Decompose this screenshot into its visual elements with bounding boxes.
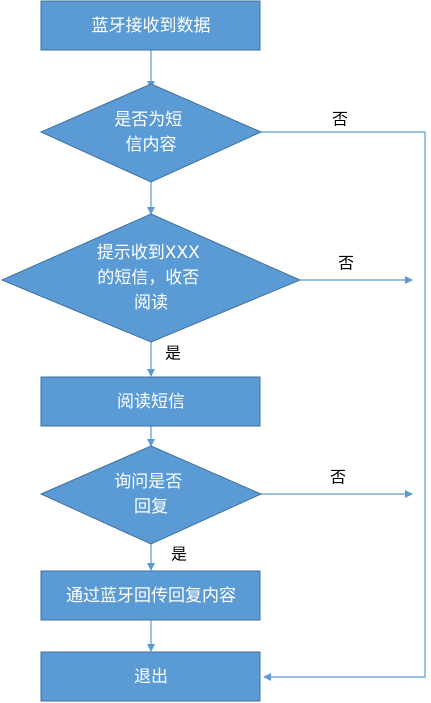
svg-text:退出: 退出 xyxy=(134,667,168,687)
node-send-reply-label: 通过蓝牙回传回复内容 xyxy=(66,586,236,606)
edge-label-prompt-yes: 是 xyxy=(165,344,181,363)
node-prompt-read-label-line-3: 阅读 xyxy=(134,293,168,313)
node-read-sms: 阅读短信 xyxy=(40,376,261,427)
node-send-reply: 通过蓝牙回传回复内容 xyxy=(40,570,261,621)
svg-text:通过蓝牙回传回复内容: 通过蓝牙回传回复内容 xyxy=(66,586,236,606)
node-is-sms: 是否为短 信内容 xyxy=(39,83,263,183)
node-prompt-read-shape xyxy=(0,213,302,343)
svg-text:询问是否 回复: 询问是否 回复 xyxy=(114,472,187,517)
node-send-reply-shape xyxy=(40,570,261,621)
edge-label-ask-reply-no: 否 xyxy=(330,468,346,487)
svg-text:阅读短信: 阅读短信 xyxy=(117,392,185,412)
node-start-shape xyxy=(40,0,261,51)
edge-label-ask-reply-yes: 是 xyxy=(171,545,187,564)
node-is-sms-shape xyxy=(39,83,263,183)
edge-label-prompt-no: 否 xyxy=(338,254,354,273)
node-exit-shape xyxy=(40,651,261,702)
edge-label-is-sms-no: 否 xyxy=(332,110,348,129)
edge-is-sms-no xyxy=(261,131,426,402)
node-read-sms-shape xyxy=(40,376,261,427)
node-ask-reply-label-line-2: 回复 xyxy=(134,497,168,517)
node-exit-label: 退出 xyxy=(134,667,168,687)
node-is-sms-label-line-2: 信内容 xyxy=(126,135,177,155)
node-exit: 退出 xyxy=(40,651,261,702)
node-prompt-read: 提示收到XXX 的短信，收否 阅读 xyxy=(0,213,302,343)
node-ask-reply-shape xyxy=(39,445,263,545)
svg-text:提示收到XXX 的短信，收否 阅读: 提示收到XXX 的短信，收否 阅读 xyxy=(97,243,205,313)
node-prompt-read-label-line-1: 提示收到XXX xyxy=(97,243,200,263)
svg-text:蓝牙接收到数据: 蓝牙接收到数据 xyxy=(92,16,211,36)
node-start-label: 蓝牙接收到数据 xyxy=(92,16,211,36)
node-ask-reply: 询问是否 回复 xyxy=(39,445,263,545)
node-read-sms-label: 阅读短信 xyxy=(117,392,185,412)
edge-right-rail-to-exit xyxy=(263,402,426,681)
connectors xyxy=(147,50,426,681)
node-prompt-read-label-line-2: 的短信，收否 xyxy=(97,268,199,288)
node-ask-reply-label-line-1: 询问是否 xyxy=(114,472,182,492)
svg-text:是否为短 信内容: 是否为短 信内容 xyxy=(114,110,187,155)
node-is-sms-label-line-1: 是否为短 xyxy=(114,110,182,130)
node-start: 蓝牙接收到数据 xyxy=(40,0,261,51)
